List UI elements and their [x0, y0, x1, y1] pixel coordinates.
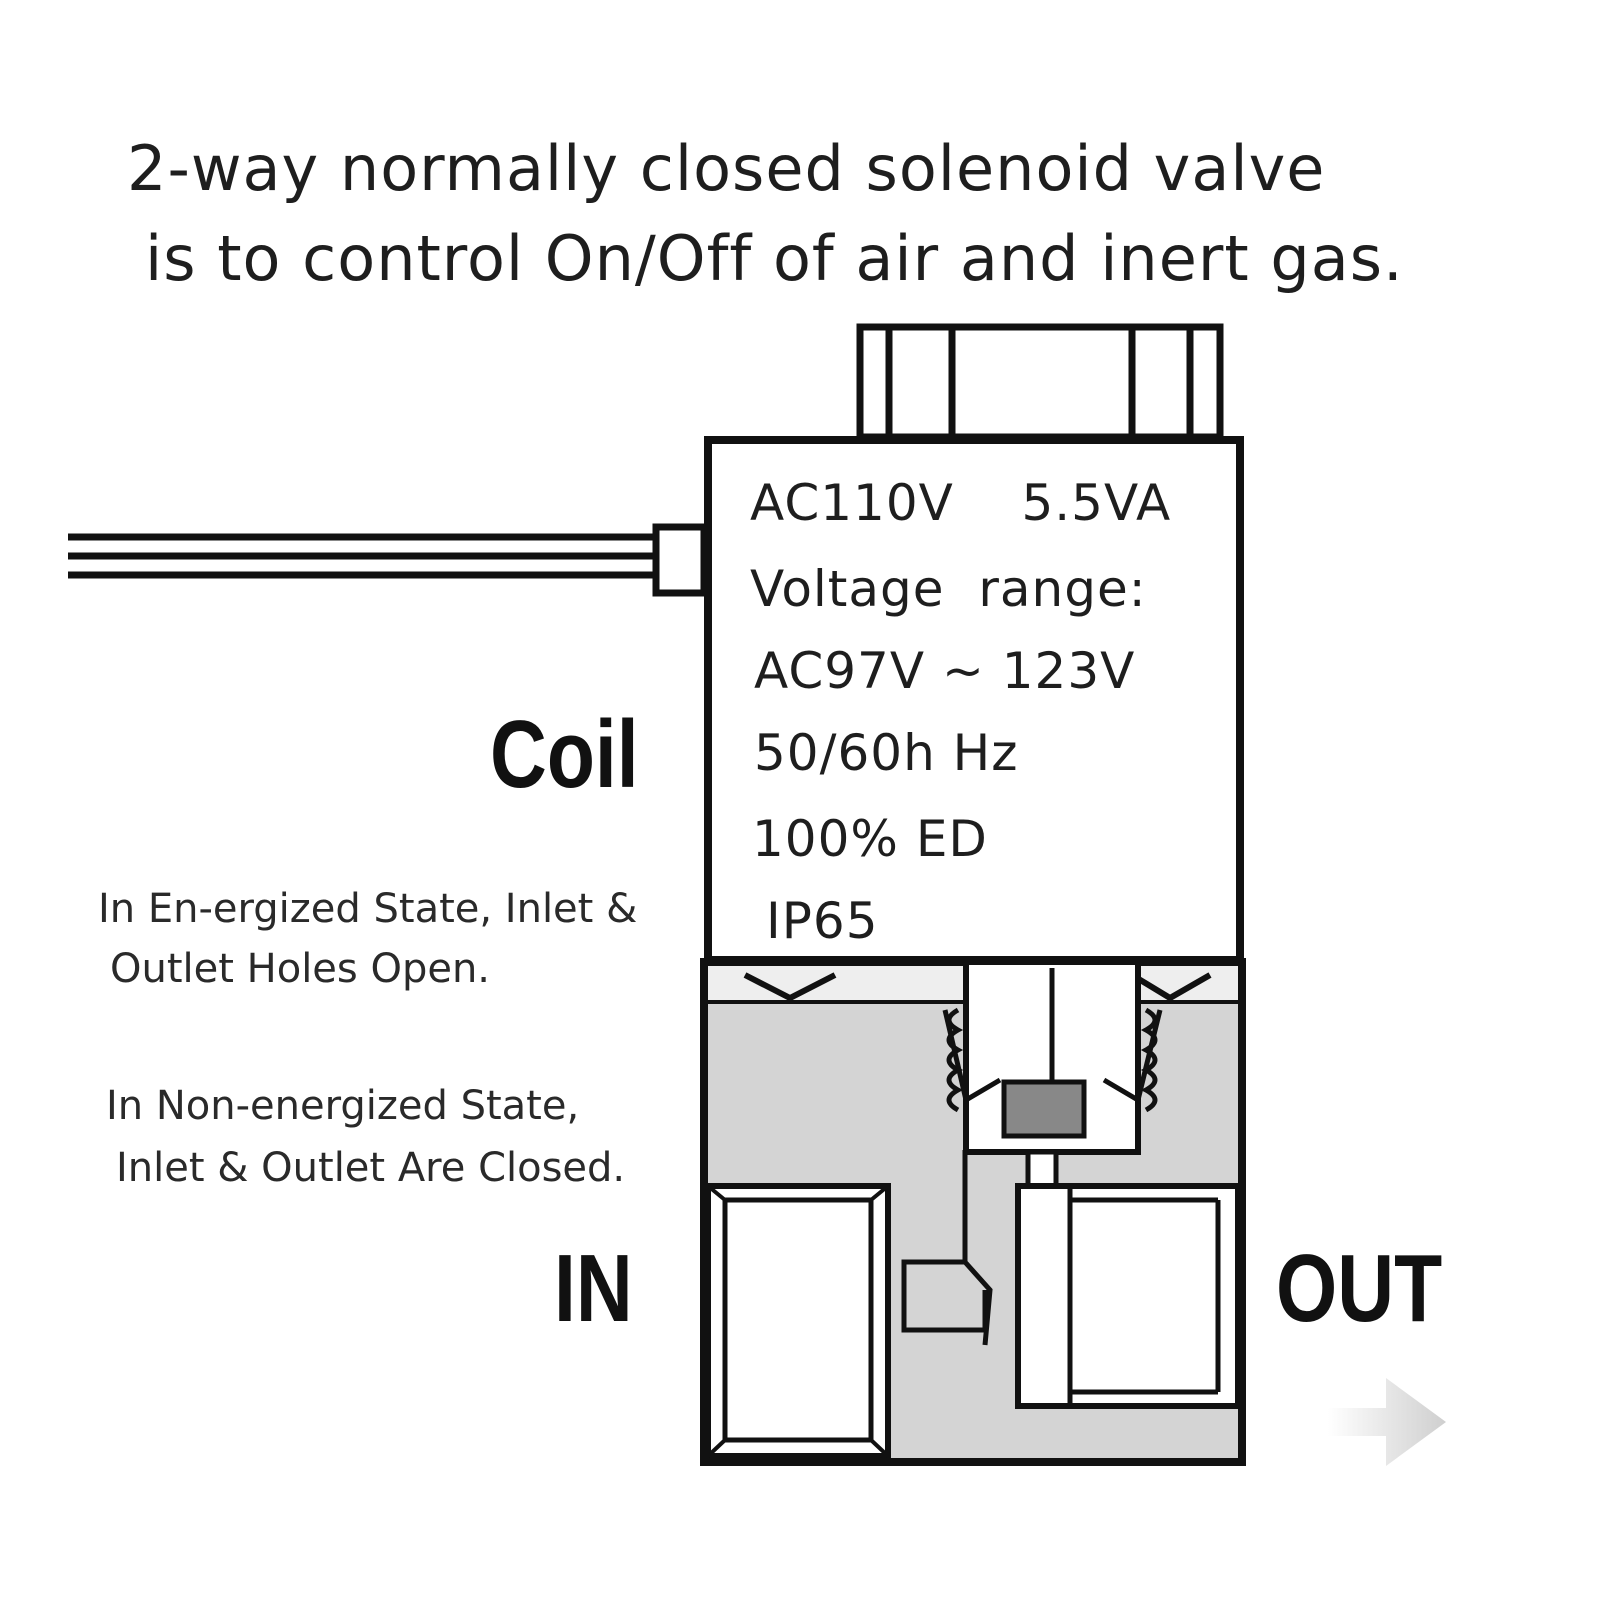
cable — [68, 533, 660, 579]
nonenergized-note-line-1: In Non-energized State, — [106, 1083, 580, 1129]
spec-range-label: Voltage range: — [750, 560, 1147, 618]
inlet-label: IN — [554, 1235, 633, 1342]
spec-range-value: AC97V ~ 123V — [754, 642, 1136, 700]
cable-gland — [652, 523, 708, 597]
flow-arrow-icon — [1328, 1378, 1446, 1466]
outlet-port — [1015, 1183, 1241, 1409]
connector-cap — [856, 323, 1224, 441]
energized-note-line-2: Outlet Holes Open. — [110, 946, 491, 992]
inlet-port — [705, 1183, 891, 1459]
heading-line-1: 2-way normally closed solenoid valve — [127, 132, 1326, 205]
spec-protection: IP65 — [766, 892, 879, 950]
energized-note-line-1: In En-ergized State, Inlet & — [98, 886, 638, 932]
valve-body — [700, 958, 1246, 1466]
coil-label: Coil — [490, 701, 639, 808]
nonenergized-note-line-2: Inlet & Outlet Are Closed. — [116, 1145, 626, 1191]
spec-rating: AC110V 5.5VA — [750, 474, 1172, 532]
coil-housing — [704, 436, 1244, 964]
plunger — [1001, 1079, 1087, 1139]
outlet-label: OUT — [1276, 1235, 1443, 1342]
spec-duty: 100% ED — [752, 810, 988, 868]
heading-line-2: is to control On/Off of air and inert ga… — [145, 222, 1404, 295]
spec-frequency: 50/60h Hz — [754, 724, 1019, 782]
